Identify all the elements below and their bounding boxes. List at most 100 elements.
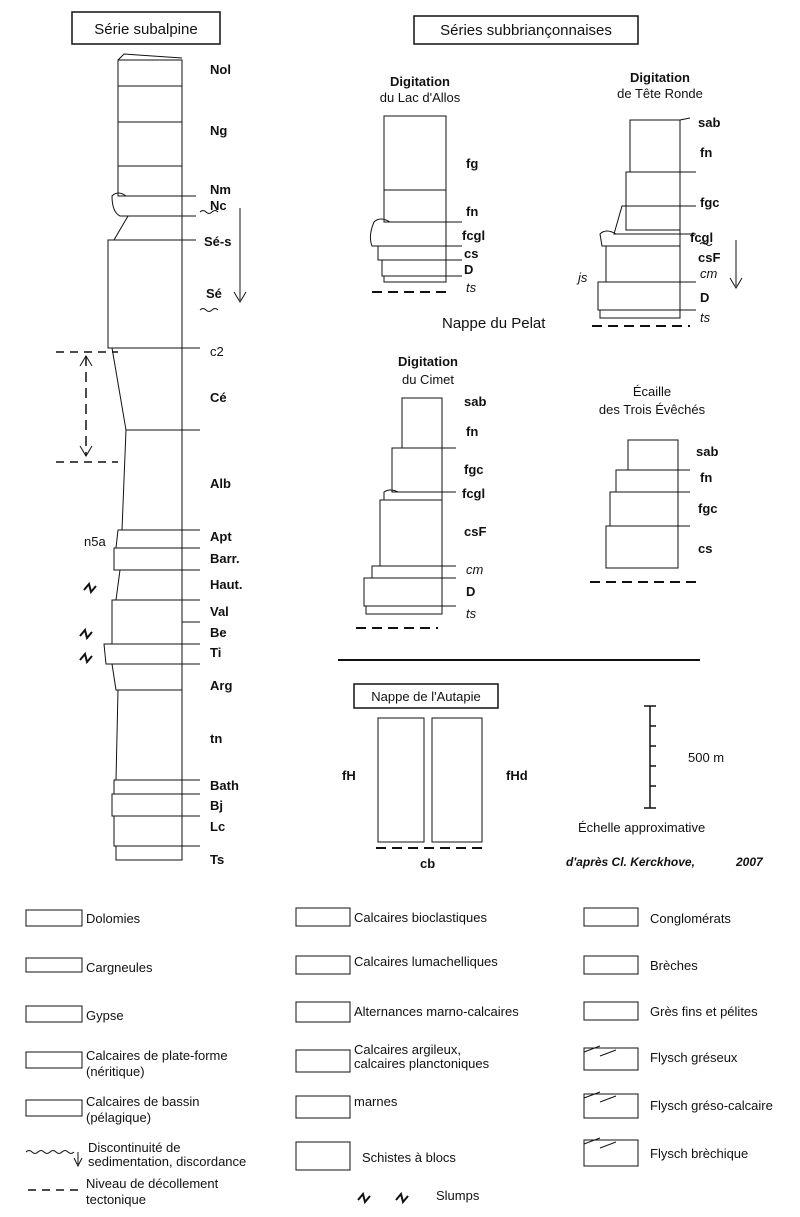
- legend-swatch-alternances: [295, 1001, 351, 1023]
- label-ti: Ti: [210, 645, 221, 660]
- layer-fcgl: [599, 230, 681, 247]
- layer-nol: [117, 59, 183, 123]
- legend-conglomerats: Conglomérats: [650, 911, 731, 926]
- cimet-title-2: du Cimet: [402, 372, 454, 387]
- layer-fg: [383, 115, 447, 223]
- cimet-ts: ts: [466, 606, 477, 621]
- layer-ti: [103, 643, 183, 665]
- trois-eveches-title-1: Écaille: [633, 384, 671, 399]
- label-ng: Ng: [210, 123, 227, 138]
- layer-cs: [377, 245, 447, 261]
- header-subbrianconnaises-text: Séries subbriançonnaises: [440, 22, 612, 39]
- layer-csf: [379, 499, 443, 567]
- trois-eveches-fn: fn: [700, 470, 712, 485]
- credit-author: d'après Cl. Kerckhove,: [566, 855, 695, 869]
- layer-d: [381, 259, 447, 277]
- label-bath: Bath: [210, 778, 239, 793]
- legend-swatch-breches: [583, 955, 639, 975]
- trois-eveches-sab: sab: [696, 444, 718, 459]
- layer-alb: [121, 429, 183, 531]
- trois-eveches-title-2: des Trois Évêchés: [599, 402, 706, 417]
- legend-swatch-conglomerats: [583, 907, 639, 927]
- layer-fh: [377, 717, 425, 843]
- legend-gres: Grès fins et pélites: [650, 1004, 758, 1019]
- lac-allos-d: D: [464, 262, 473, 277]
- label-ce: Cé: [210, 390, 227, 405]
- layer-barr: [113, 547, 183, 571]
- legend-swatch-bioclastiques: [295, 907, 351, 927]
- label-alb: Alb: [210, 476, 231, 491]
- legend-swatch-marnes: [295, 1095, 351, 1119]
- lac-allos-title-2: du Lac d'Allos: [380, 90, 461, 105]
- autapie-cb: cb: [420, 856, 435, 871]
- label-se-s: Sé-s: [204, 234, 231, 249]
- column-autapie: Nappe de l'Autapie fH fHd cb: [342, 683, 528, 871]
- header-subbrianconnaises: Séries subbriançonnaises: [413, 15, 639, 45]
- cimet-title-1: Digitation: [398, 354, 458, 369]
- tete-ronde-d: D: [700, 290, 709, 305]
- tete-ronde-fn: fn: [700, 145, 712, 160]
- legend-swatch-cargneules: [25, 957, 83, 973]
- layer-se-s: [113, 215, 183, 241]
- legend-swatch-discontinuite: [25, 1150, 75, 1154]
- layer-bj: [111, 793, 183, 817]
- layer-cs: [605, 525, 679, 569]
- autapie-title: Nappe de l'Autapie: [371, 689, 480, 704]
- layer-tn: [115, 689, 183, 781]
- header-subalpine: Série subalpine: [71, 11, 221, 45]
- legend-swatch-flysch-greseux: [583, 1047, 639, 1071]
- layer-fcgl: [369, 218, 447, 247]
- cimet-sab: sab: [464, 394, 486, 409]
- lac-allos-ts: ts: [466, 280, 477, 295]
- label-nappe-pelat: Nappe du Pelat: [442, 315, 546, 332]
- legend-argileux-2: calcaires planctoniques: [354, 1056, 490, 1071]
- legend-bioclastiques: Calcaires bioclastiques: [354, 910, 487, 925]
- label-ts: Ts: [210, 852, 224, 867]
- legend-swatch-bassin: [25, 1099, 83, 1117]
- layer-nm: [117, 165, 183, 197]
- lac-allos-fg: fg: [466, 156, 478, 171]
- legend-schistes: Schistes à blocs: [362, 1150, 456, 1165]
- legend-swatch-plate-forme: [25, 1051, 83, 1069]
- legend-argileux-1: Calcaires argileux,: [354, 1042, 461, 1057]
- legend-plate-forme-1: Calcaires de plate-forme: [86, 1048, 228, 1063]
- cimet-fcgl: fcgl: [462, 486, 485, 501]
- autapie-fh: fH: [342, 768, 356, 783]
- legend-slumps: Slumps: [436, 1188, 480, 1203]
- legend-swatch-gres: [583, 1001, 639, 1021]
- tete-ronde-sab: sab: [698, 115, 720, 130]
- legend-swatch-argileux: [295, 1049, 351, 1073]
- layer-ce: [111, 347, 183, 431]
- legend-flysch-greso: Flysch gréso-calcaire: [650, 1098, 773, 1113]
- layer-nc: [111, 192, 183, 217]
- column-cimet: Digitation du Cimet sab fn fgc fcgl csF …: [356, 354, 486, 629]
- legend-discontinuite-2: sedimentation, discordance: [88, 1154, 246, 1169]
- legend-gypse: Gypse: [86, 1008, 124, 1023]
- tete-ronde-fgc: fgc: [700, 195, 720, 210]
- lac-allos-title-1: Digitation: [390, 74, 450, 89]
- trois-eveches-cs: cs: [698, 541, 712, 556]
- column-tete-ronde: Digitation de Tête Ronde sab fn fgc fcgl…: [576, 70, 743, 327]
- legend-dolomies: Dolomies: [86, 911, 141, 926]
- scale-caption: Échelle approximative: [578, 820, 705, 835]
- layer-d: [363, 577, 443, 607]
- label-apt: Apt: [210, 529, 232, 544]
- credit-year: 2007: [735, 855, 764, 869]
- label-arg: Arg: [210, 678, 232, 693]
- legend-flysch-greseux: Flysch gréseux: [650, 1050, 738, 1065]
- layer-fgc: [609, 491, 679, 527]
- tete-ronde-title-2: de Tête Ronde: [617, 86, 703, 101]
- layer-csf: [605, 245, 681, 283]
- tete-ronde-cm: cm: [700, 266, 718, 281]
- legend-swatch-schistes: [295, 1141, 351, 1171]
- layer-fcgl: [383, 489, 443, 501]
- layer-fn: [383, 189, 447, 223]
- lac-allos-fn: fn: [466, 204, 478, 219]
- label-bj: Bj: [210, 798, 223, 813]
- legend-decollement-1: Niveau de décollement: [86, 1176, 219, 1191]
- autapie-fhd: fHd: [506, 768, 528, 783]
- subalpine-labels: Nol Ng Nm Nc Sé-s Sé c2 Cé Alb Apt n5a B…: [84, 62, 243, 867]
- legend-alternances: Alternances marno-calcaires: [354, 1004, 519, 1019]
- label-se: Sé: [206, 286, 222, 301]
